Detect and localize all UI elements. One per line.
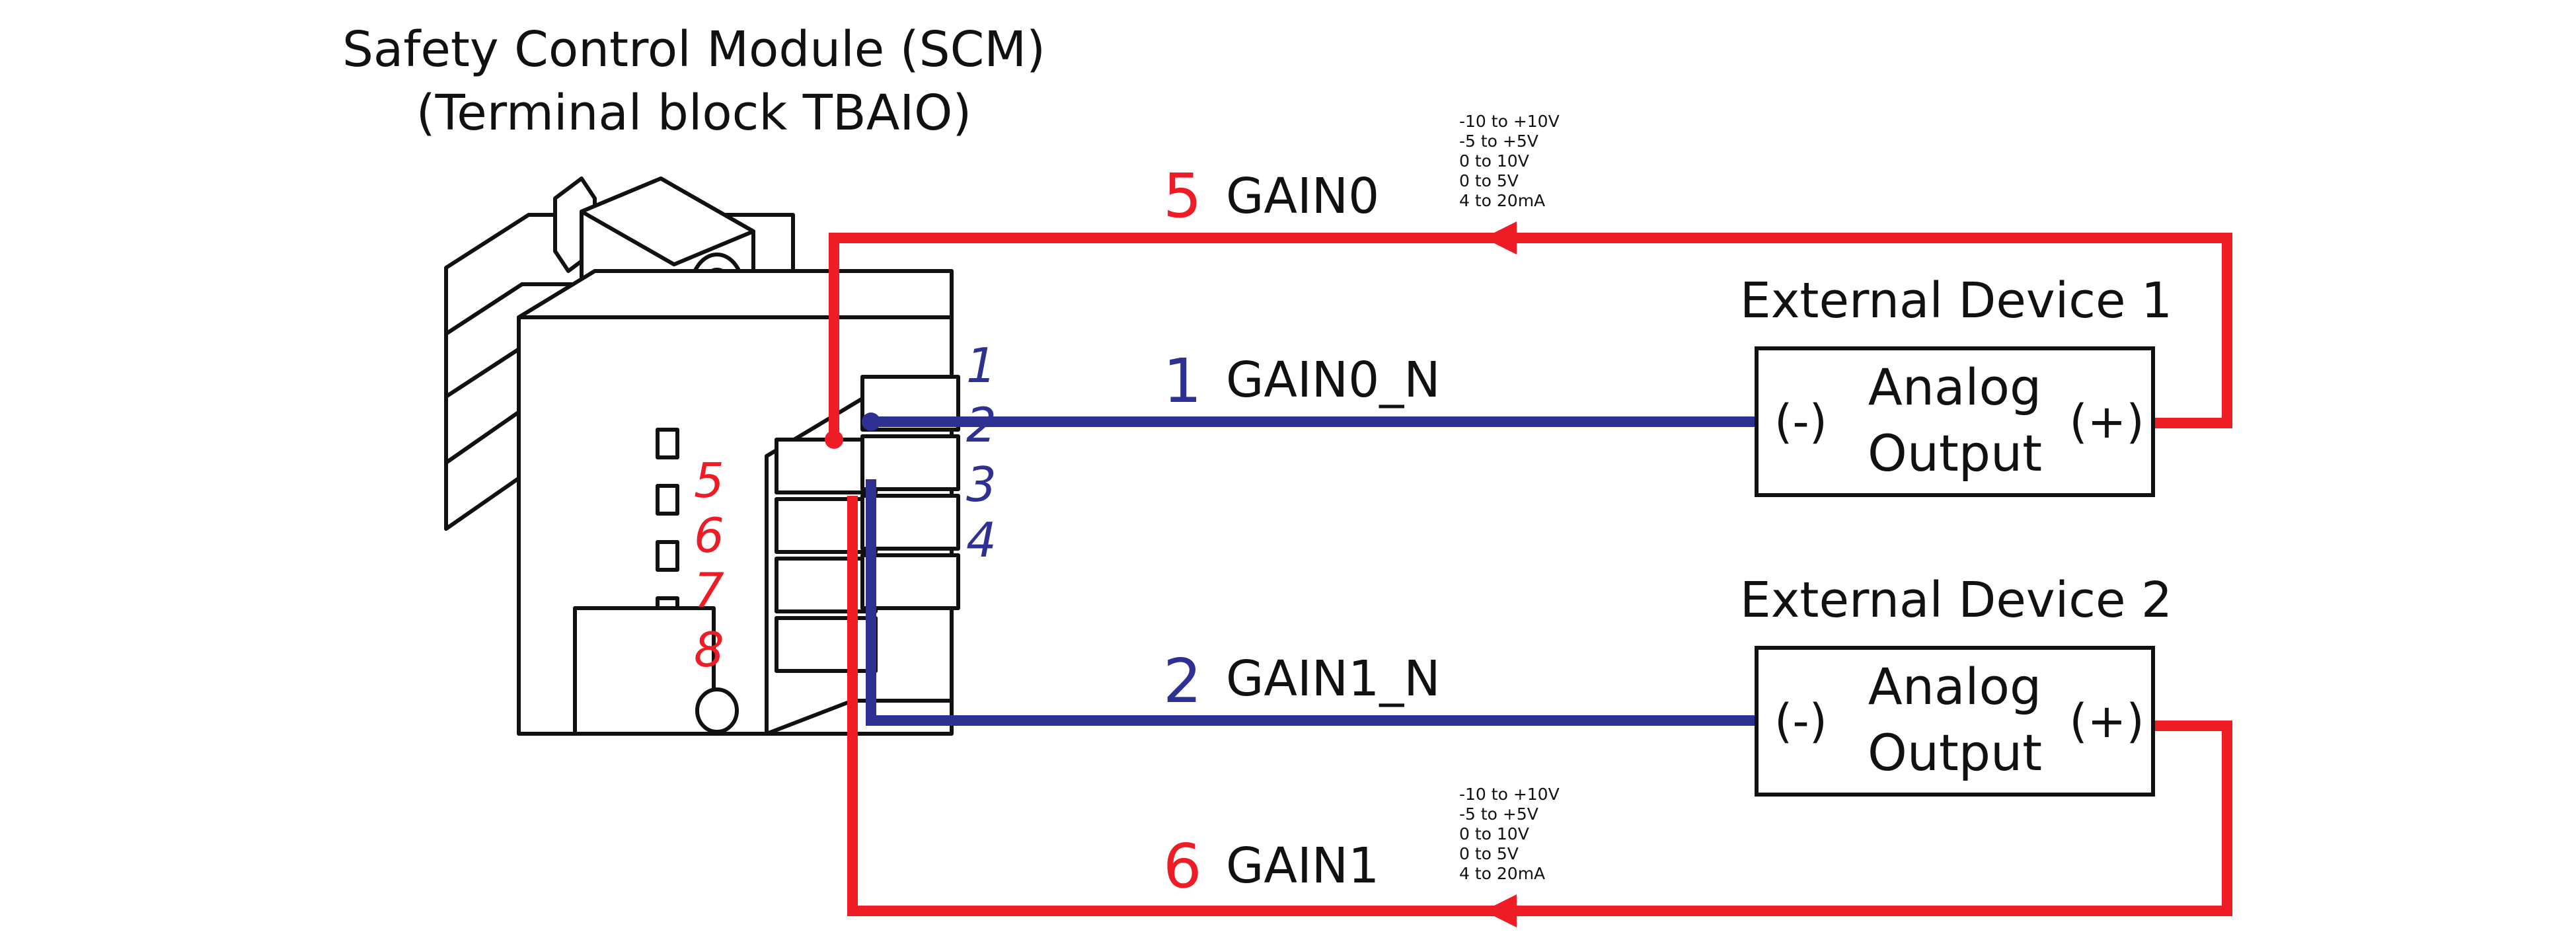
wire-name: GAIN0	[1226, 168, 1379, 225]
pin-labels-blue: 1 2 3 4	[966, 338, 997, 568]
range-item: -5 to +5V	[1459, 804, 1538, 824]
wire-name: GAIN1	[1226, 838, 1379, 894]
range-item: -5 to +5V	[1459, 132, 1538, 151]
arrow-gain0	[1484, 221, 1517, 254]
external-device-2: External Device 2 (-) (+) Analog Output	[1740, 572, 2172, 797]
pin-label-3: 3	[966, 457, 997, 512]
device-plus-terminal: (+)	[2069, 395, 2144, 449]
pin-5-contact	[825, 430, 843, 449]
wire-gain1	[847, 496, 2232, 916]
wire-label-gain1: 6 GAIN1	[1163, 831, 1379, 902]
device-plus-terminal: (+)	[2069, 694, 2144, 748]
wire-number: 1	[1163, 346, 1202, 416]
wire-name: GAIN1_N	[1226, 650, 1441, 707]
range-list-top: -10 to +10V -5 to +5V 0 to 10V 0 to 5V 4…	[1459, 112, 1560, 210]
device-title: External Device 1	[1740, 272, 2172, 329]
pin-label-7: 7	[694, 563, 724, 618]
device-title: External Device 2	[1740, 572, 2172, 629]
wire-number: 5	[1163, 161, 1202, 231]
wire-label-gain0: 5 GAIN0	[1163, 161, 1379, 231]
blue-wires	[866, 416, 1757, 726]
wire-number: 2	[1163, 646, 1202, 717]
device-box	[1755, 646, 2155, 797]
device-label-line2: Output	[1868, 723, 2042, 782]
range-item: 0 to 5V	[1459, 171, 1519, 190]
device-label-line2: Output	[1868, 424, 2042, 483]
pin-labels-red: 5 6 7 8	[694, 453, 724, 678]
range-item: -10 to +10V	[1459, 785, 1560, 804]
device-minus-terminal: (-)	[1774, 395, 1827, 449]
pin-label-5: 5	[694, 453, 724, 508]
wire-gain0	[829, 233, 2232, 440]
pin-label-1: 1	[966, 338, 997, 393]
pin-label-8: 8	[694, 622, 724, 678]
red-wires	[829, 233, 2232, 916]
range-item: 4 to 20mA	[1459, 864, 1545, 883]
device-box	[1755, 346, 2155, 497]
range-item: 4 to 20mA	[1459, 191, 1545, 210]
range-item: -10 to +10V	[1459, 112, 1560, 131]
range-item: 0 to 5V	[1459, 844, 1519, 863]
device-label-line1: Analog	[1868, 358, 2042, 416]
pin-label-4: 4	[966, 512, 997, 568]
arrow-gain1	[1484, 894, 1517, 927]
range-item: 0 to 10V	[1459, 824, 1529, 843]
wire-name: GAIN0_N	[1226, 352, 1441, 409]
device-minus-terminal: (-)	[1774, 694, 1827, 748]
range-list-bottom: -10 to +10V -5 to +5V 0 to 10V 0 to 5V 4…	[1459, 785, 1560, 883]
module-subtitle: (Terminal block TBAIO)	[416, 85, 972, 141]
device-label-line1: Analog	[1868, 657, 2042, 716]
wire-gain1-n	[866, 479, 1757, 726]
wire-label-gain0-n: 1 GAIN0_N	[1163, 346, 1441, 416]
module-title: Safety Control Module (SCM)	[342, 21, 1045, 78]
terminal-block-drawing	[444, 176, 960, 736]
range-item: 0 to 10V	[1459, 151, 1529, 171]
external-device-1: External Device 1 (-) (+) Analog Output	[1740, 272, 2172, 497]
pin-label-6: 6	[694, 508, 724, 563]
pin-2-contact	[862, 412, 880, 431]
wire-label-gain1-n: 2 GAIN1_N	[1163, 646, 1441, 717]
wire-number: 6	[1163, 831, 1202, 902]
